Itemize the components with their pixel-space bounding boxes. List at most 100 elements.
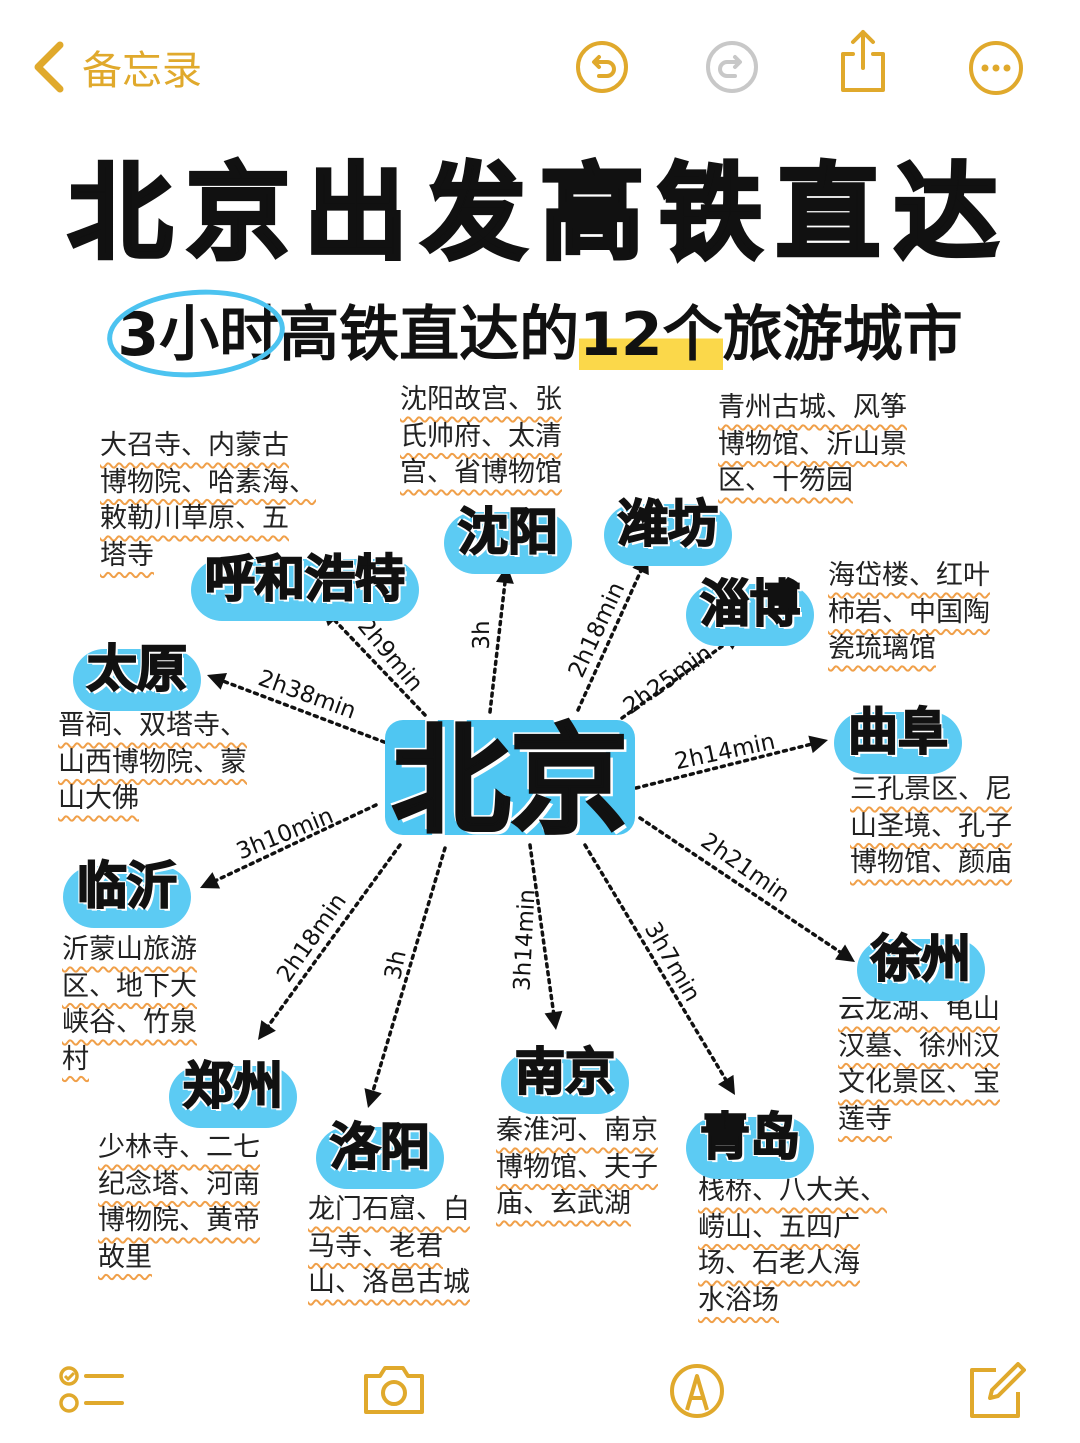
subtitle-highlight: 12个 (579, 300, 723, 370)
note-subtitle: 3小时高铁直达的12个旅游城市 (0, 286, 1080, 373)
attraction-line: 山西博物院、蒙 (58, 746, 247, 778)
attraction-line: 氏帅府、太清 (400, 420, 562, 452)
camera-icon[interactable] (360, 1362, 428, 1418)
attraction-line: 博物馆、颜庙 (850, 847, 1012, 878)
attractions-list: 沂蒙山旅游区、地下大峡谷、竹泉村 (62, 932, 197, 1078)
travel-time: 3h (469, 620, 495, 650)
city-name: 徐州 (870, 929, 972, 989)
route-line (620, 638, 733, 720)
city-name: 洛阳 (329, 1117, 431, 1177)
attraction-line: 沈阳故宫、张 (400, 384, 562, 415)
back-label: 备忘录 (82, 48, 202, 94)
arrowhead-icon (718, 1074, 735, 1095)
center-city-beijing: 北京 (385, 700, 635, 851)
attraction-line: 村 (62, 1043, 89, 1075)
city-label: 曲阜 (834, 690, 962, 774)
attraction-line: 博物院、黄帝 (98, 1205, 260, 1236)
route-line (329, 615, 427, 717)
arrowhead-icon (258, 1020, 276, 1040)
city-label: 潍坊 (604, 482, 732, 566)
attraction-line: 敕勒川草原、五 (100, 503, 289, 534)
attraction-line: 博物院、哈素海、 (100, 466, 316, 498)
attraction-line: 汉墓、徐州汉 (838, 1030, 1000, 1062)
share-icon[interactable] (836, 28, 890, 94)
city-label: 徐州 (857, 917, 985, 1001)
attraction-line: 晋祠、双塔寺、 (58, 710, 247, 741)
attraction-line: 区、十笏园 (718, 465, 853, 496)
attraction-line: 柿岩、中国陶 (828, 596, 990, 628)
city-label: 沈阳 (444, 490, 572, 574)
arrowhead-icon (544, 1010, 563, 1030)
back-button[interactable]: 备忘录 (30, 38, 202, 96)
markup-icon[interactable] (668, 1362, 726, 1420)
attraction-line: 秦淮河、南京 (496, 1115, 658, 1146)
city-label: 呼和浩特 (191, 537, 419, 621)
attraction-line: 区、地下大 (62, 970, 197, 1002)
attraction-line: 青州古城、风筝 (718, 392, 907, 423)
arrowhead-icon (207, 672, 228, 690)
city-name: 沈阳 (457, 502, 559, 562)
city-name: 南京 (514, 1042, 616, 1102)
attraction-line: 三孔景区、尼 (850, 774, 1012, 805)
attraction-line: 沂蒙山旅游 (62, 934, 197, 965)
city-name: 郑州 (182, 1056, 284, 1116)
attraction-line: 瓷琉璃馆 (828, 633, 936, 664)
attraction-line: 峡谷、竹泉 (62, 1007, 197, 1038)
attraction-line: 山圣境、孔子 (850, 810, 1012, 842)
attraction-line: 莲寺 (838, 1103, 892, 1135)
route-line (576, 566, 644, 712)
attractions-list: 海岱楼、红叶柿岩、中国陶瓷琉璃馆 (828, 558, 990, 668)
attraction-line: 场、石老人海 (698, 1248, 860, 1279)
city-name: 太原 (86, 639, 188, 699)
attraction-line: 崂山、五四广 (698, 1211, 860, 1243)
arrowhead-icon (200, 872, 221, 889)
city-name: 临沂 (76, 856, 178, 916)
redo-icon[interactable] (705, 40, 759, 94)
attraction-line: 宫、省博物馆 (400, 457, 562, 488)
attractions-list: 青州古城、风筝博物馆、沂山景区、十笏园 (718, 390, 907, 500)
route-line (634, 741, 817, 790)
attractions-list: 少林寺、二七纪念塔、河南博物院、黄帝故里 (98, 1130, 260, 1276)
arrowhead-icon (495, 565, 514, 584)
chevron-left-icon (34, 41, 64, 93)
attraction-line: 栈桥、八大关、 (698, 1175, 887, 1206)
city-name: 呼和浩特 (204, 549, 406, 609)
attraction-line: 山大佛 (58, 783, 139, 814)
attraction-line: 马寺、老君 (308, 1230, 443, 1262)
attraction-line: 水浴场 (698, 1284, 779, 1316)
city-label: 洛阳 (316, 1105, 444, 1189)
undo-icon[interactable] (575, 40, 629, 94)
attraction-line: 海岱楼、红叶 (828, 560, 990, 591)
attraction-line: 文化景区、宝 (838, 1067, 1000, 1098)
attraction-line: 少林寺、二七 (98, 1132, 260, 1163)
attractions-list: 三孔景区、尼山圣境、孔子博物馆、颜庙 (850, 772, 1012, 882)
subtitle-text: 高铁直达的 (279, 300, 580, 370)
route-line (528, 843, 556, 1018)
route-line (264, 843, 402, 1031)
attractions-list: 晋祠、双塔寺、山西博物院、蒙山大佛 (58, 708, 247, 818)
city-label: 淄博 (686, 562, 814, 646)
route-line (218, 678, 394, 747)
checklist-icon[interactable] (58, 1362, 126, 1418)
city-label: 临沂 (63, 844, 191, 928)
more-icon[interactable] (968, 40, 1024, 96)
attraction-line: 博物馆、夫子 (496, 1151, 658, 1183)
route-line (583, 843, 730, 1085)
city-name: 曲阜 (847, 702, 949, 762)
city-label: 南京 (501, 1030, 629, 1114)
attraction-line: 纪念塔、河南 (98, 1168, 260, 1200)
city-label: 青岛 (686, 1095, 814, 1179)
compose-icon[interactable] (966, 1362, 1026, 1422)
travel-time: 3h14min (509, 888, 541, 992)
arrowhead-icon (835, 944, 855, 962)
attraction-line: 山、洛邑古城 (308, 1267, 470, 1298)
route-line (370, 846, 447, 1097)
city-label: 太原 (73, 627, 201, 711)
attractions-list: 沈阳故宫、张氏帅府、太清宫、省博物馆 (400, 382, 562, 492)
city-name: 潍坊 (617, 494, 719, 554)
attraction-line: 博物馆、沂山景 (718, 428, 907, 460)
subtitle-text-end: 旅游城市 (722, 300, 963, 370)
attraction-line: 庙、玄武湖 (496, 1188, 631, 1219)
attractions-list: 云龙湖、龟山汉墓、徐州汉文化景区、宝莲寺 (838, 992, 1000, 1138)
